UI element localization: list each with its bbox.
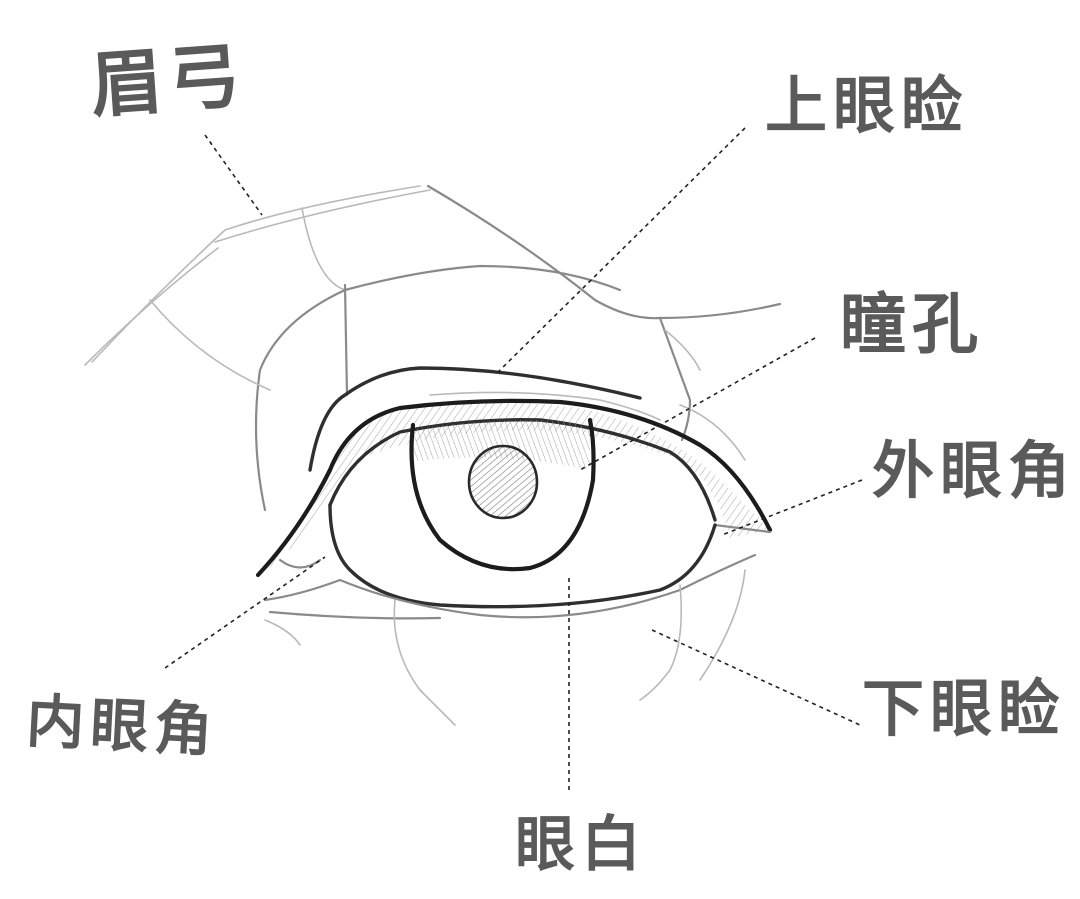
label-outer-corner: 外眼角 (872, 434, 1077, 507)
pupil (467, 444, 539, 520)
label-pupil: 瞳孔 (840, 286, 984, 363)
leader-brow-ridge (204, 134, 263, 216)
leader-lower-eyelid (651, 629, 861, 726)
brow-ridge-structure (84, 184, 782, 512)
leader-pupil (579, 337, 816, 471)
leader-upper-eyelid (494, 127, 746, 376)
label-sclera: 眼白 (515, 810, 647, 880)
label-inner-corner: 内眼角 (24, 687, 221, 765)
label-lower-eyelid: 下眼睑 (862, 672, 1067, 745)
upper-eyelid-crease (308, 366, 661, 472)
leader-outer-corner (721, 479, 863, 536)
lower-eye-outline (263, 503, 757, 726)
iris (409, 417, 596, 572)
leader-inner-corner (164, 556, 326, 669)
leader-lines (164, 127, 863, 790)
upper-eyelid-band (255, 398, 773, 578)
label-brow-ridge: 眉弓 (87, 33, 250, 128)
label-upper-eyelid: 上眼睑 (765, 69, 970, 142)
